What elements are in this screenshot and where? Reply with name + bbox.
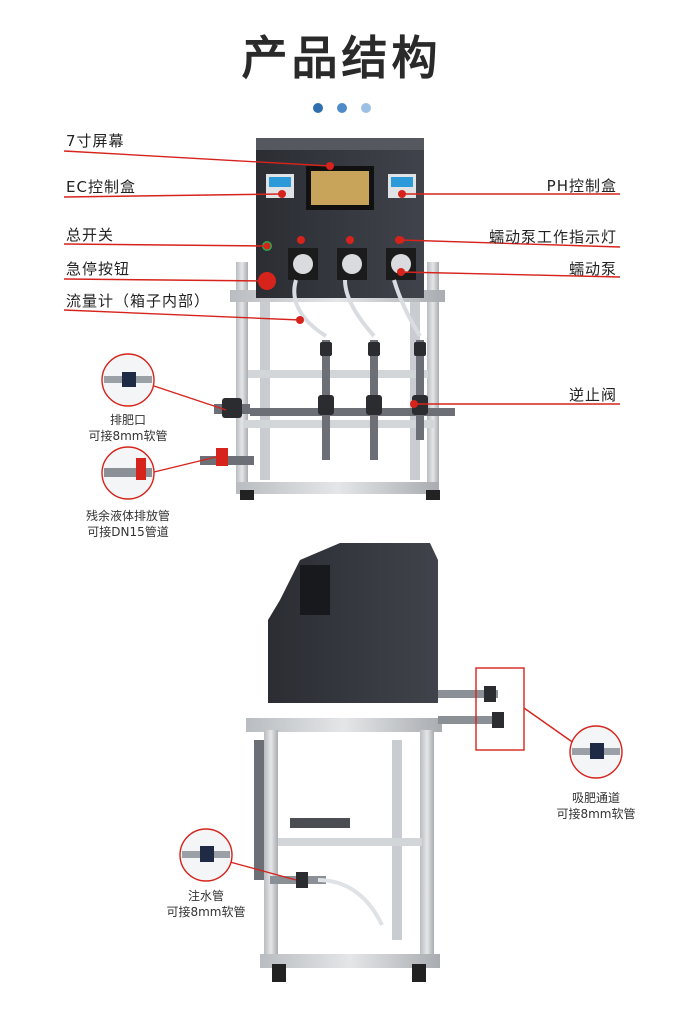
side-bottom-rail bbox=[260, 954, 440, 968]
caption-inlet-title: 注水管 bbox=[187, 889, 224, 903]
frame-post-back-right bbox=[410, 300, 420, 480]
pager-dot-1 bbox=[313, 103, 323, 113]
caption-suction-title: 吸肥通道 bbox=[571, 791, 620, 805]
side-post-right bbox=[420, 730, 434, 966]
label-flowmeter: 流量计（箱子内部） bbox=[66, 292, 211, 310]
caption-suction-note: 可接8mm软管 bbox=[556, 807, 636, 821]
side-screen-recess bbox=[300, 565, 330, 615]
caption-residual-title: 残余液体排放管 bbox=[85, 509, 170, 523]
flow-sensor bbox=[290, 818, 350, 828]
front-callout-dots bbox=[263, 162, 418, 408]
residual-ball-valve bbox=[216, 448, 228, 466]
peristaltic-pumps bbox=[288, 236, 416, 280]
page-title: 产品结构 bbox=[241, 31, 442, 85]
suction-highlight-box bbox=[475, 667, 525, 751]
frame-bottom-rail bbox=[236, 482, 439, 494]
side-top-rail bbox=[246, 718, 442, 732]
side-vertical-pipe bbox=[254, 740, 264, 880]
inlet-callout-line bbox=[229, 861, 297, 881]
caption-residual: 残余液体排放管 可接DN15管道 bbox=[58, 508, 198, 540]
side-post-left bbox=[264, 730, 278, 966]
caption-residual-note: 可接DN15管道 bbox=[87, 525, 169, 539]
caption-suction: 吸肥通道 可接8mm软管 bbox=[526, 790, 666, 822]
check-valves bbox=[318, 342, 428, 415]
suction-callout-line bbox=[523, 707, 579, 747]
side-view bbox=[246, 543, 504, 982]
ec-display bbox=[269, 177, 291, 187]
caption-drain-note: 可接8mm软管 bbox=[88, 429, 168, 443]
zoom-drain bbox=[101, 353, 155, 407]
ph-display bbox=[391, 177, 413, 187]
caption-drain-title: 排肥口 bbox=[109, 413, 146, 427]
caption-drain: 排肥口 可接8mm软管 bbox=[58, 412, 198, 444]
label-peristaltic-pump: 蠕动泵 bbox=[568, 260, 617, 278]
pager-dots bbox=[313, 98, 385, 117]
suction-pipe-1 bbox=[438, 690, 498, 698]
pager-dot-2 bbox=[337, 103, 347, 113]
suction-fitting-1 bbox=[484, 686, 496, 702]
label-main-switch: 总开关 bbox=[66, 226, 115, 244]
frame-post-right bbox=[427, 262, 439, 494]
zoom-suction bbox=[569, 725, 623, 779]
foot-left bbox=[240, 490, 254, 500]
label-7in-screen: 7寸屏幕 bbox=[66, 132, 125, 150]
zoom-residual bbox=[101, 446, 155, 500]
inlet-fitting bbox=[296, 872, 308, 888]
side-foot-right bbox=[412, 964, 426, 982]
zoom-inlet bbox=[179, 828, 233, 882]
frame-post-back-left bbox=[260, 300, 270, 480]
side-mid-rail bbox=[278, 838, 422, 846]
label-check-valve: 逆止阀 bbox=[568, 386, 617, 404]
front-callout-lines bbox=[63, 150, 621, 474]
label-pump-indicator: 蠕动泵工作指示灯 bbox=[488, 228, 617, 246]
label-emergency-stop: 急停按钮 bbox=[66, 260, 131, 278]
touch-screen bbox=[311, 171, 369, 205]
suction-fitting-2 bbox=[492, 712, 504, 728]
foot-right bbox=[426, 490, 440, 500]
control-box-top bbox=[256, 138, 424, 150]
pump-tubes bbox=[292, 279, 422, 338]
side-foot-left bbox=[272, 964, 286, 982]
side-cabinet bbox=[268, 543, 438, 703]
frame-post-left bbox=[236, 262, 248, 494]
frame-mid-rail bbox=[248, 370, 428, 378]
drain-valve bbox=[222, 398, 242, 418]
label-ph-box: PH控制盒 bbox=[546, 177, 617, 195]
caption-inlet-note: 可接8mm软管 bbox=[166, 905, 246, 919]
pager-dot-3 bbox=[361, 103, 371, 113]
caption-inlet: 注水管 可接8mm软管 bbox=[136, 888, 276, 920]
inlet-hose bbox=[317, 878, 384, 926]
frame-mid-rail-2 bbox=[244, 420, 434, 428]
suction-pipe-2 bbox=[438, 716, 498, 724]
front-view bbox=[200, 138, 455, 500]
label-ec-box: EC控制盒 bbox=[66, 178, 136, 196]
